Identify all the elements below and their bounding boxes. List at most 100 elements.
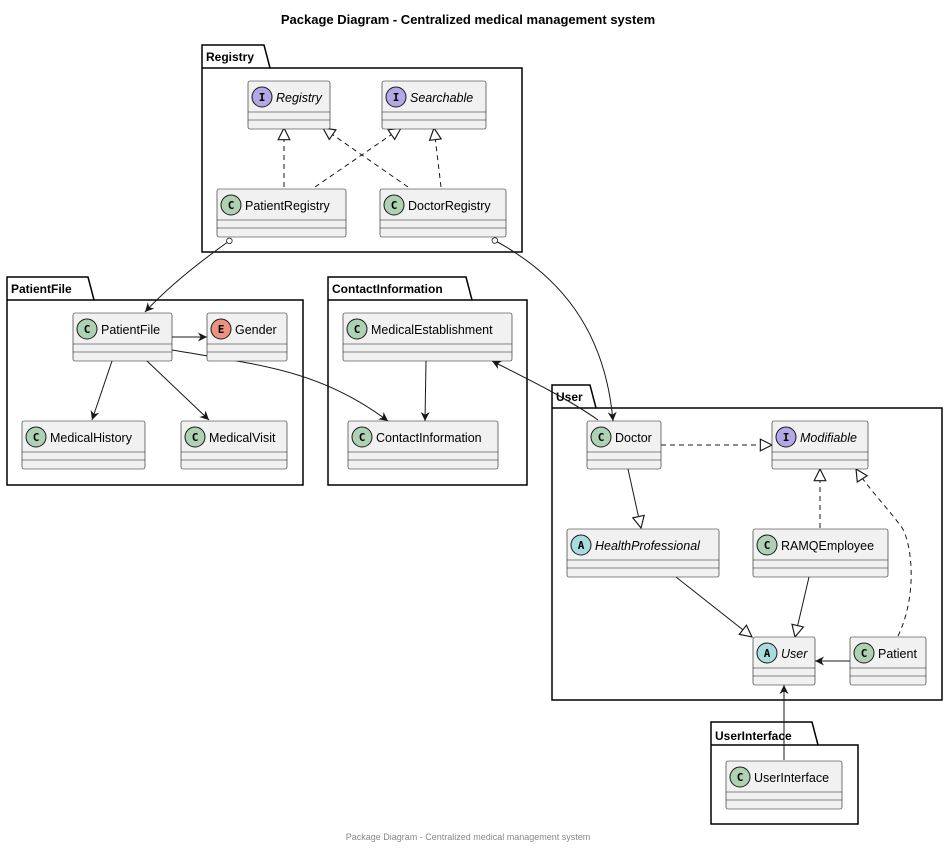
class-box bbox=[21, 420, 146, 470]
stereotype-letter: C bbox=[84, 323, 91, 336]
aggregation-patientregistry-patientfile bbox=[144, 237, 233, 313]
class-medical-visit: C MedicalVisit bbox=[180, 420, 288, 470]
diagram-footer: Package Diagram - Centralized medical ma… bbox=[346, 832, 591, 842]
stereotype-letter: I bbox=[393, 91, 400, 104]
package-label: UserInterface bbox=[715, 729, 792, 743]
stereotype-letter: C bbox=[192, 431, 199, 444]
composition-patientfile-medicalhistory bbox=[90, 348, 118, 421]
class-name: DoctorRegistry bbox=[408, 199, 491, 213]
class-name: MedicalEstablishment bbox=[371, 323, 493, 337]
class-patient: C Patient bbox=[849, 636, 927, 686]
class-box bbox=[379, 188, 507, 238]
association-patientfile-contactinformation bbox=[171, 349, 389, 422]
class-user-interface: C UserInterface bbox=[725, 760, 843, 810]
class-name: PatientRegistry bbox=[245, 199, 331, 213]
class-name: Doctor bbox=[615, 431, 652, 445]
class-name: Modifiable bbox=[800, 431, 857, 445]
class-modifiable: I Modifiable bbox=[771, 420, 869, 470]
stereotype-letter: A bbox=[764, 647, 771, 660]
stereotype-circle-icon bbox=[220, 194, 242, 216]
stereotype-circle-icon bbox=[210, 318, 232, 340]
class-name: RAMQEmployee bbox=[781, 539, 874, 553]
class-name: UserInterface bbox=[754, 771, 829, 785]
stereotype-letter: C bbox=[764, 539, 771, 552]
class-box bbox=[342, 312, 513, 362]
class-box bbox=[566, 528, 720, 578]
class-name: HealthProfessional bbox=[595, 539, 701, 553]
package-label: Registry bbox=[206, 50, 254, 64]
stereotype-circle-icon bbox=[184, 426, 206, 448]
stereotype-circle-icon bbox=[570, 534, 592, 556]
class-box bbox=[347, 420, 499, 470]
stereotype-letter: C bbox=[228, 199, 235, 212]
class-doctor: C Doctor bbox=[586, 420, 662, 470]
stereotype-circle-icon bbox=[729, 766, 751, 788]
stereotype-letter: C bbox=[354, 323, 361, 336]
class-medical-history: C MedicalHistory bbox=[21, 420, 146, 470]
association-medicalestablishment-contactinformation bbox=[420, 360, 430, 422]
stereotype-circle-icon bbox=[25, 426, 47, 448]
class-box bbox=[381, 80, 487, 130]
class-name: User bbox=[781, 647, 808, 661]
stereotype-letter: C bbox=[391, 199, 398, 212]
class-ramq-employee: C RAMQEmployee bbox=[752, 528, 889, 578]
class-box bbox=[752, 528, 889, 578]
class-health-professional: A HealthProfessional bbox=[566, 528, 720, 578]
stereotype-circle-icon bbox=[251, 86, 273, 108]
stereotype-circle-icon bbox=[853, 642, 875, 664]
generalization-ramqemployee-user bbox=[795, 576, 810, 637]
stereotype-circle-icon bbox=[775, 426, 797, 448]
class-user: A User bbox=[752, 636, 816, 686]
stereotype-letter: C bbox=[861, 647, 868, 660]
class-searchable: I Searchable bbox=[381, 80, 487, 130]
diagram-title: Package Diagram - Centralized medical ma… bbox=[281, 12, 655, 27]
generalization-healthprofessional-user bbox=[675, 576, 752, 637]
stereotype-letter: I bbox=[259, 91, 266, 104]
stereotype-letter: E bbox=[218, 323, 225, 336]
class-name: Registry bbox=[276, 91, 323, 105]
stereotype-circle-icon bbox=[385, 86, 407, 108]
class-name: MedicalHistory bbox=[50, 431, 133, 445]
class-box bbox=[72, 312, 173, 362]
stereotype-circle-icon bbox=[590, 426, 612, 448]
class-name: PatientFile bbox=[101, 323, 160, 337]
stereotype-letter: A bbox=[578, 539, 585, 552]
realization-patient-modifiable bbox=[856, 469, 912, 637]
stereotype-letter: C bbox=[33, 431, 40, 444]
class-gender: E Gender bbox=[206, 312, 288, 362]
class-doctor-registry: C DoctorRegistry bbox=[379, 188, 507, 238]
stereotype-circle-icon bbox=[346, 318, 368, 340]
stereotype-circle-icon bbox=[383, 194, 405, 216]
class-box bbox=[216, 188, 347, 238]
relations bbox=[90, 128, 912, 760]
stereotype-circle-icon bbox=[756, 642, 778, 664]
aggregation-doctorregistry-doctor bbox=[491, 237, 617, 422]
package-label: ContactInformation bbox=[332, 282, 443, 296]
class-name: Patient bbox=[878, 647, 917, 661]
composition-patientfile-medicalvisit bbox=[137, 352, 210, 421]
stereotype-circle-icon bbox=[76, 318, 98, 340]
class-patient-registry: C PatientRegistry bbox=[216, 188, 347, 238]
package-label: PatientFile bbox=[11, 282, 72, 296]
class-medical-establishment: C MedicalEstablishment bbox=[342, 312, 513, 362]
association-doctor-medicalestablishment bbox=[491, 360, 599, 421]
class-patient-file: C PatientFile bbox=[72, 312, 173, 362]
class-box bbox=[771, 420, 869, 470]
class-name: Gender bbox=[235, 323, 277, 337]
class-box bbox=[180, 420, 288, 470]
stereotype-letter: I bbox=[783, 431, 790, 444]
stereotype-letter: C bbox=[359, 431, 366, 444]
class-name: MedicalVisit bbox=[209, 431, 276, 445]
stereotype-letter: C bbox=[598, 431, 605, 444]
stereotype-circle-icon bbox=[756, 534, 778, 556]
stereotype-letter: C bbox=[737, 771, 744, 784]
realization-doctorregistry-searchable bbox=[434, 128, 441, 188]
class-registry-iface: I Registry bbox=[247, 80, 331, 130]
class-name: Searchable bbox=[410, 91, 473, 105]
stereotype-circle-icon bbox=[351, 426, 373, 448]
class-box bbox=[725, 760, 843, 810]
generalization-doctor-healthprofessional bbox=[627, 468, 641, 528]
